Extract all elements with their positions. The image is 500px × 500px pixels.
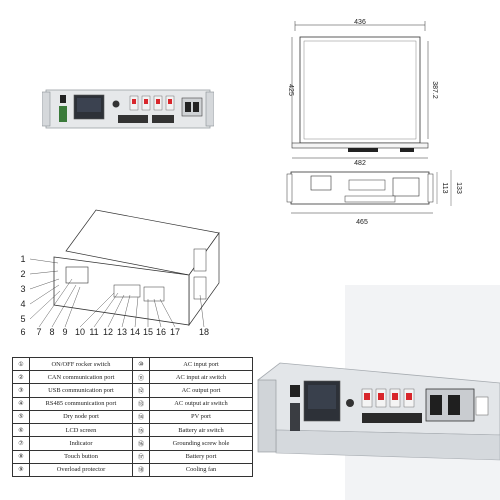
legend-label: Indicator [29,436,133,451]
legend-label: ON/OFF rocker switch [29,356,133,372]
legend-num: ⑪ [132,370,150,385]
legend-label: PV port [149,409,253,425]
legend-num: ⑯ [132,436,150,451]
callout-15: 15 [143,327,153,337]
legend-label: Overload protector [29,462,133,478]
legend-num: ⑰ [132,449,150,464]
legend-label: Cooling fan [149,462,253,478]
callout-18: 18 [199,327,209,337]
legend-label: AC output port [149,383,253,398]
legend-num: ① [12,356,30,372]
legend-num: ⑧ [12,449,30,464]
callout-8: 8 [49,327,54,337]
front-dimension-drawing: 436 425 387.2 482 [287,19,438,165]
legend-label: USB communication port [29,383,133,398]
callout-10: 10 [75,327,85,337]
product-photo [257,285,500,500]
callout-4: 4 [20,299,25,309]
callout-17: 17 [170,327,180,337]
callout-14: 14 [130,327,140,337]
legend-label: AC input air switch [149,370,253,385]
dim-top-width: 436 [354,19,366,26]
photo-breakers [361,388,415,408]
legend-label: Dry node port [29,409,133,425]
callout-7: 7 [36,327,41,337]
legend-label: CAN communication port [29,370,133,385]
legend-num: ⑨ [12,462,30,478]
dim-side-width: 465 [356,219,368,226]
callout-11: 11 [89,327,98,337]
breaker-group [129,95,175,111]
legend-label: AC input port [149,356,253,372]
dim-side-height-inner: 113 [441,182,448,193]
legend-num: ③ [12,383,30,398]
dim-front-height: 425 [287,84,294,96]
callout-12: 12 [103,327,113,337]
legend-label: Touch button [29,449,133,464]
callout-16: 16 [156,327,166,337]
legend-label: Battery port [149,449,253,464]
legend-num: ⑩ [132,356,150,372]
callout-3: 3 [20,284,25,294]
legend-num: ④ [12,396,30,411]
callout-6: 6 [20,327,25,337]
callout-9: 9 [62,327,67,337]
dim-base-width: 482 [354,160,366,165]
legend-num: ⑮ [132,423,150,438]
legend-label: Grounding screw hole [149,436,253,451]
legend-num: ⑤ [12,409,30,425]
dim-front-inner-height: 387.2 [431,81,438,99]
legend-num: ⑭ [132,409,150,425]
callout-13: 13 [117,327,127,337]
legend-label: Battery air switch [149,423,253,438]
legend-num: ⑫ [132,383,150,398]
side-dimension-drawing: 113 133 465 [286,170,462,226]
dim-side-height-outer: 133 [455,182,462,194]
legend-num: ⑥ [12,423,30,438]
callout-labels: 1 2 3 4 5 6 7 8 9 10 11 12 13 14 15 16 1… [20,254,209,337]
isometric-callout-drawing: 1 2 3 4 5 6 7 8 9 10 11 12 13 14 15 16 1… [20,209,220,337]
legend-label: AC output air switch [149,396,253,411]
legend-label: RS485 communication port [29,396,133,411]
legend-num: ⑦ [12,436,30,451]
callout-5: 5 [20,314,25,324]
legend-num: ② [12,370,30,385]
legend-label: LCD screen [29,423,133,438]
legend-num: ⑬ [132,396,150,411]
front-panel-photo [42,89,214,129]
callout-2: 2 [20,269,25,279]
legend-num: ⑱ [132,462,150,478]
callout-1: 1 [20,254,25,264]
